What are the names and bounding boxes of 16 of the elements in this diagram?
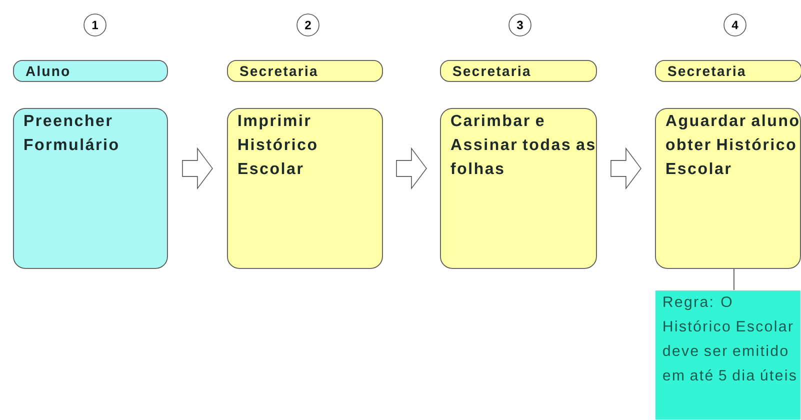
process-box: Preencher Formulário (13, 108, 168, 269)
step-number: 3 (508, 14, 532, 36)
role-label: Secretaria (227, 60, 383, 82)
block-arrow (182, 147, 213, 190)
process-box: Aguardar aluno obter Histórico Escolar (655, 108, 801, 269)
step-number: 1 (84, 14, 106, 36)
role-label: Secretaria (440, 60, 597, 82)
block-arrow (396, 147, 427, 190)
process-box: Carimbar e Assinar todas as folhas (440, 108, 597, 269)
role-label: Secretaria (655, 60, 801, 82)
role-label: Aluno (13, 60, 168, 82)
rule-note: Regra: O Histórico Escolar deve ser emitido em até 5 dia úteis (655, 290, 800, 420)
block-arrow (610, 147, 642, 190)
step-number: 4 (724, 14, 746, 36)
step-number: 2 (296, 14, 320, 36)
process-box: Imprimir Histórico Escolar (227, 108, 383, 269)
